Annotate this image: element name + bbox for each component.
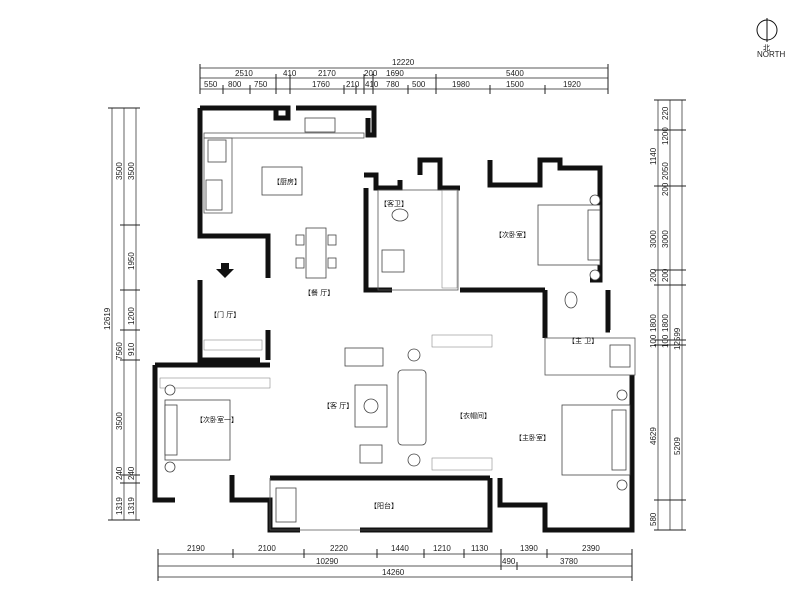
dim-left-outer-2: 7560 (115, 342, 124, 360)
dim-right-inner-3: 2050 (661, 162, 670, 180)
dim-top-inner-5: 210 (346, 80, 360, 89)
dim-top-inner-8: 500 (412, 80, 426, 89)
dim-top-mid-4: 200 (364, 69, 378, 78)
label-foyer: 【门 厅】 (210, 310, 240, 319)
label-master-bedroom: 【主卧室】 (515, 433, 550, 442)
dim-left-mid-7: 1319 (115, 497, 124, 515)
bottom-dimensions: 2190 2100 2220 1440 1210 1130 1390 2390 … (157, 544, 633, 581)
dim-left-outer-1: 12619 (103, 307, 112, 330)
north-compass: 北 NORTH (756, 18, 786, 59)
label-second-bedroom-one: 【次卧室一】 (196, 415, 238, 424)
toilet-icon (564, 291, 578, 309)
dim-top-inner-11: 1920 (563, 80, 581, 89)
furniture (164, 117, 631, 523)
dim-left-mid-6: 240 (115, 466, 124, 480)
lamp-icon (589, 269, 601, 281)
toilet-icon (391, 208, 409, 222)
dim-top-total: 12220 (392, 58, 415, 67)
dim-top-inner-9: 1980 (452, 80, 470, 89)
walls (152, 105, 635, 533)
dim-right-mid-1: 1140 (649, 147, 658, 165)
dim-left-mid-2: 1950 (127, 252, 136, 270)
dim-right-inner-6: 200 (661, 268, 670, 282)
stove-icon (207, 139, 227, 163)
dim-right-inner-2: 1200 (661, 127, 670, 145)
dim-top-inner-2: 800 (228, 80, 242, 89)
dim-right-inner-9: 5209 (673, 437, 682, 455)
dim-top-mid-5: 1690 (386, 69, 404, 78)
dim-bottom-mid-3: 3780 (560, 557, 578, 566)
dim-top-inner-7: 780 (386, 80, 400, 89)
dining-table (305, 227, 327, 279)
kitchen-sink-icon (304, 117, 336, 133)
washbasin-icon (381, 249, 405, 273)
interior-lines (203, 132, 636, 531)
dim-right-mid-5: 100 (649, 334, 658, 348)
closet-hatching (159, 189, 493, 471)
dim-left-mid-4: 910 (127, 342, 136, 356)
dim-top-mid-2: 410 (283, 69, 297, 78)
armchair (359, 444, 383, 464)
label-closet: 【衣帽间】 (456, 411, 491, 420)
dim-right-inner-5: 3000 (661, 230, 670, 248)
dim-bottom-inner-1: 2190 (187, 544, 205, 553)
dim-top-mid-3: 2170 (318, 69, 336, 78)
dim-left-mid-5: 3500 (115, 412, 124, 430)
dim-bottom-mid-1: 10290 (316, 557, 339, 566)
dim-bottom-inner-6: 1130 (471, 544, 489, 553)
dim-right-inner-1: 220 (661, 106, 670, 120)
dim-right-inner-8: 100 (661, 334, 670, 348)
label-kitchen: 【厨房】 (273, 177, 301, 186)
washer-icon (275, 487, 297, 523)
label-second-bedroom: 【次卧室】 (495, 230, 530, 239)
lamp-icon (589, 194, 601, 206)
label-balcony: 【阳台】 (370, 501, 398, 510)
room-labels: 【厨房】 【餐 厅】 【客卫】 【次卧室】 【门 厅】 【主 卫】 【次卧室一】… (196, 177, 598, 510)
kitchen-island (261, 166, 303, 196)
dim-left-inner-2: 240 (127, 466, 136, 480)
dim-bottom-inner-8: 2390 (582, 544, 600, 553)
dim-right-mid-4: 1800 (649, 314, 658, 332)
dim-bottom-total: 14260 (382, 568, 405, 577)
dim-right-mid-2: 3000 (649, 230, 658, 248)
dim-left-inner-1: 3500 (127, 162, 136, 180)
entrance-arrow-icon (216, 263, 234, 278)
dim-bottom-inner-7: 1390 (520, 544, 538, 553)
label-master-bath: 【主 卫】 (568, 336, 598, 345)
dim-left-mid-1: 3500 (115, 162, 124, 180)
dim-right-mid-7: 580 (649, 512, 658, 526)
dim-top-inner-1: 550 (204, 80, 218, 89)
dim-right-mid-6: 4629 (649, 427, 658, 445)
dim-top-inner-6: 410 (365, 80, 379, 89)
tv-cabinet (344, 347, 384, 367)
dim-bottom-mid-2: 490 (502, 557, 516, 566)
dim-right-mid-3: 200 (649, 268, 658, 282)
dim-left-mid-3: 1200 (127, 307, 136, 325)
dim-bottom-inner-5: 1210 (433, 544, 451, 553)
dim-bottom-inner-2: 2100 (258, 544, 276, 553)
dim-right-outer-1: 12599 (673, 327, 682, 350)
compass-symbol: 北 (763, 44, 770, 52)
fridge-icon (205, 179, 223, 211)
top-dimensions: 12220 2510 410 2170 200 1690 5400 550 80… (199, 58, 609, 94)
label-guest-bath: 【客卫】 (380, 199, 408, 208)
dim-top-inner-3: 750 (254, 80, 268, 89)
dim-top-mid-6: 5400 (506, 69, 524, 78)
dim-right-inner-4: 200 (661, 182, 670, 196)
dim-top-inner-4: 1760 (312, 80, 330, 89)
right-dimensions: 12599 1140 3000 200 1800 100 4629 580 22… (649, 99, 686, 531)
dim-top-mid-1: 2510 (235, 69, 253, 78)
left-dimensions: 12619 7560 3500 1950 1200 910 3500 240 1… (103, 107, 140, 521)
dim-bottom-inner-4: 1440 (391, 544, 409, 553)
label-living: 【客 厅】 (323, 401, 353, 410)
dim-bottom-inner-3: 2220 (330, 544, 348, 553)
dim-left-inner-3: 1319 (127, 497, 136, 515)
compass-label: NORTH (757, 50, 786, 59)
label-dining: 【餐 厅】 (304, 288, 334, 297)
dim-right-inner-7: 1800 (661, 314, 670, 332)
dim-top-inner-10: 1500 (506, 80, 524, 89)
sofa (397, 369, 427, 446)
washbasin-icon (609, 344, 631, 368)
